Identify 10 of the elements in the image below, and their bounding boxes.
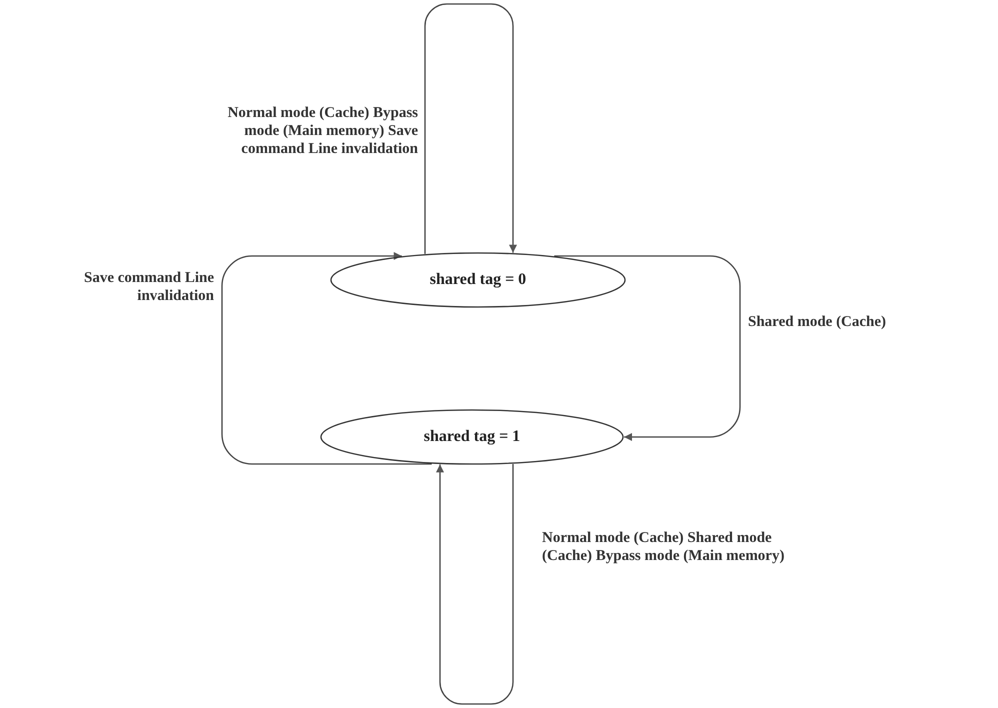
transition-arrow <box>554 255 741 441</box>
transition-arrow <box>436 464 514 705</box>
edge-label: Shared mode (Cache) <box>748 313 888 331</box>
edge-label: Normal mode (Cache) Shared mode (Cache) Bypass mode (Main memory) <box>542 529 786 565</box>
state-label: shared tag = 1 <box>424 428 520 446</box>
state-label: shared tag = 0 <box>430 271 526 289</box>
transition-arrow <box>221 252 432 465</box>
edge-label: Save command Line invalidation <box>82 269 214 305</box>
transition-arrow <box>424 3 517 254</box>
edge-label: Normal mode (Cache) Bypass mode (Main memory) Save command Line invalidation <box>226 104 418 158</box>
